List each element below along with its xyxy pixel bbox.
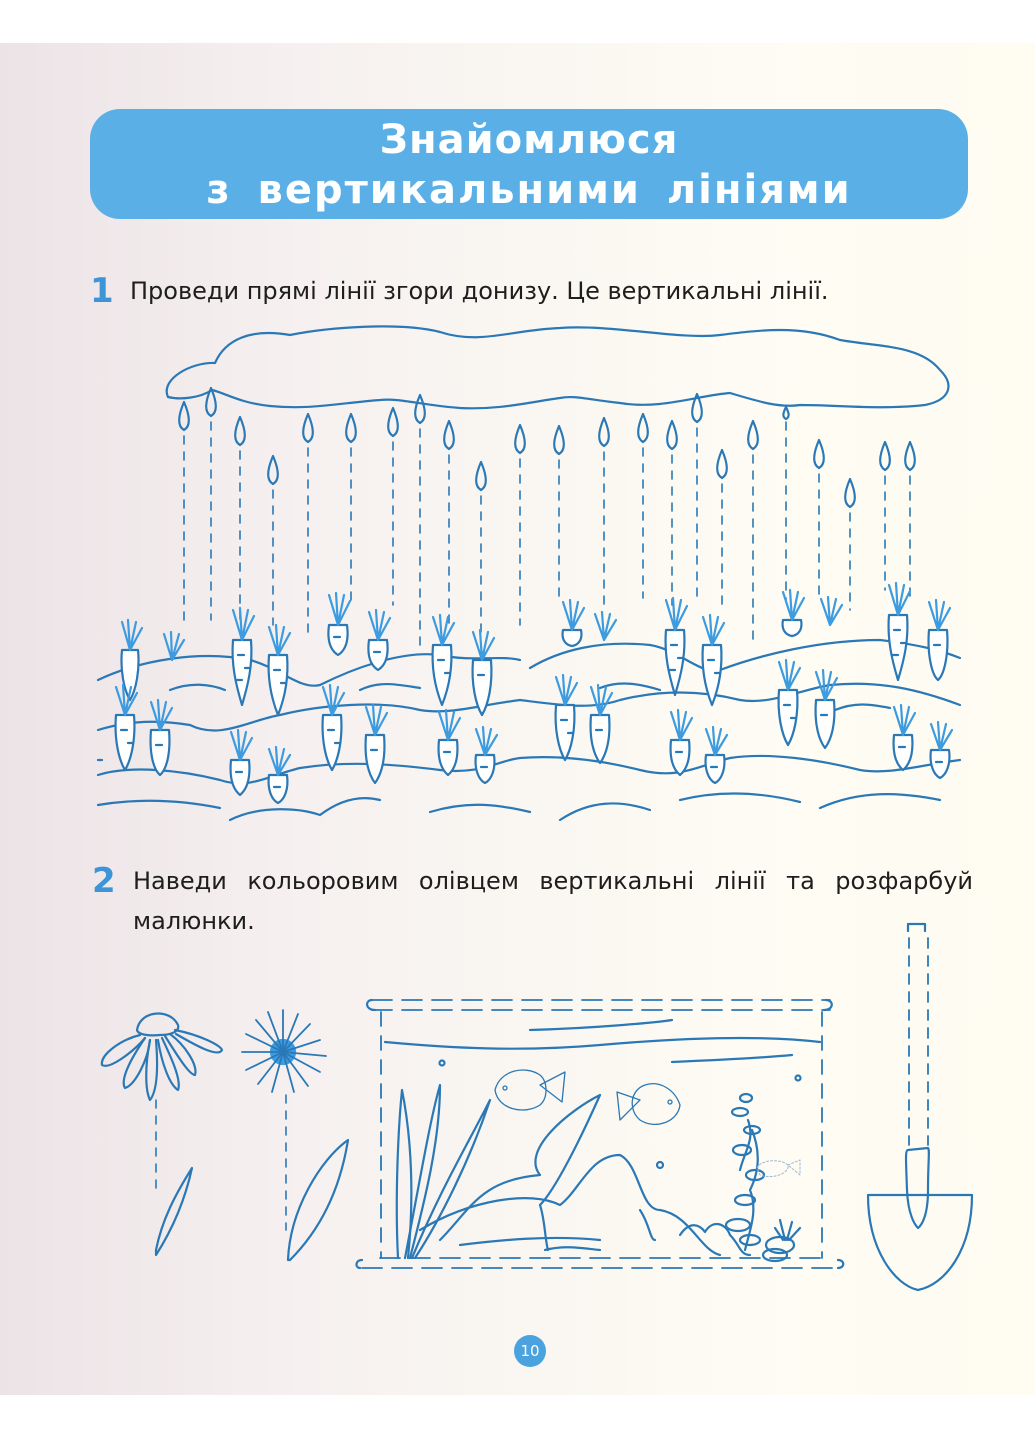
dandelion-leaf (286, 1138, 350, 1262)
tracing-lines-rain[interactable] (183, 421, 911, 646)
task-instruction-2: Наведи кольоровим олівцем вертикальні лі… (133, 867, 973, 935)
daisy-leaf (154, 1166, 194, 1257)
page-number-badge: 10 (514, 1335, 546, 1367)
carrots (114, 581, 954, 805)
task-number-2: 2 (92, 861, 116, 901)
page-title-line2: з вертикальними лініями (206, 167, 852, 213)
task-instruction-1: Проведи прямі лінії згори донизу. Це вер… (130, 277, 829, 305)
page-title-line1: Знайомлюся (379, 117, 679, 163)
fish-icon (494, 1069, 681, 1125)
task-number-1: 1 (90, 271, 114, 311)
aquarium-icon (355, 998, 845, 1270)
tracing-lines-aquarium[interactable] (380, 1011, 823, 1259)
daisy-icon (100, 1012, 224, 1102)
cloud-icon (165, 325, 950, 410)
dandelion-icon (241, 1009, 327, 1093)
title-banner: Знайомлюся з вертикальними лініями (90, 109, 968, 219)
shovel-icon (866, 922, 974, 1292)
workbook-page: Знайомлюся з вертикальними лініями 1 Про… (0, 43, 1035, 1395)
small-fish-icon (756, 1159, 801, 1178)
tracing-lines-shovel[interactable] (908, 937, 929, 1146)
raindrops (178, 386, 916, 509)
exercise-illustrations (96, 325, 974, 1292)
